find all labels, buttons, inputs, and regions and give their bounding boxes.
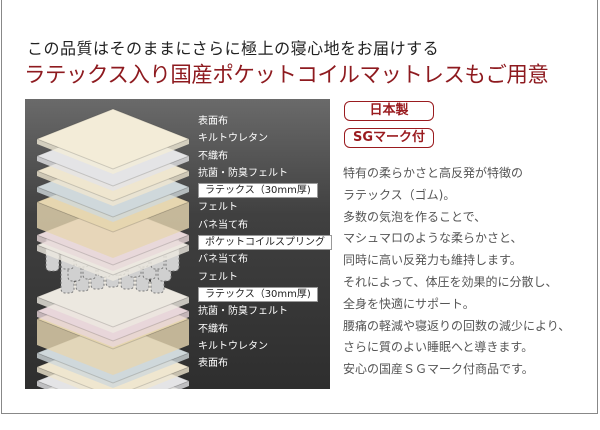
subtitle: この品質はそのままにさらに極上の寝心地をお届けする bbox=[27, 39, 440, 58]
description-line: ラテックス（ゴム)。 bbox=[343, 187, 456, 202]
layer-label-text: 表面布 bbox=[198, 116, 228, 127]
layer-label-text: 表面布 bbox=[198, 358, 228, 370]
layer-top bbox=[35, 108, 191, 170]
sg-mark-badge: SGマーク付 bbox=[344, 128, 434, 148]
layer-side bbox=[37, 381, 189, 389]
description-text: 特有の柔らかさと高反発が特徴のラテックス（ゴム)。多数の気泡を作ることで、マシュ… bbox=[343, 163, 570, 381]
layer-side bbox=[37, 235, 189, 271]
layer-label: バネ当て布 bbox=[198, 217, 332, 234]
layer-side bbox=[37, 202, 189, 258]
description-line: 特有の柔らかさと高反発が特徴の bbox=[343, 166, 524, 180]
layer-label: 不織布 bbox=[198, 321, 332, 338]
description-line: 安心の国産ＳＧマーク付商品です。 bbox=[343, 362, 534, 377]
mattress-layer-diagram bbox=[25, 99, 330, 389]
layer-label-text: キルトウレタン bbox=[198, 340, 268, 352]
layer-label: 抗菌・防臭フェルト bbox=[198, 165, 332, 182]
layer-label: キルトウレタン bbox=[198, 130, 332, 147]
layer-label-text: ポケットコイルスプリング bbox=[198, 235, 332, 251]
description-line: 腰痛の軽減や寝返りの回数の減少により、 bbox=[343, 318, 571, 333]
layer-label: フェルト bbox=[198, 269, 332, 286]
layer-label-text: フェルト bbox=[198, 202, 238, 214]
layer-stack-illustration bbox=[35, 108, 191, 389]
layer-side bbox=[37, 311, 189, 347]
layer-label-text: キルトウレタン bbox=[198, 133, 268, 145]
layer-label-text: ラテックス（30mm厚) bbox=[198, 286, 318, 302]
layer-label: キルトウレタン bbox=[198, 338, 332, 355]
layer-label: 表面布 bbox=[198, 113, 332, 130]
layer-label: ラテックス（30mm厚) bbox=[198, 286, 332, 303]
layer-label: バネ当て布 bbox=[198, 251, 332, 268]
layer-label-text: バネ当て布 bbox=[198, 219, 248, 231]
layer-label: 表面布 bbox=[198, 355, 332, 372]
description-line: 多数の気泡を作ることで、 bbox=[343, 209, 487, 224]
layer-label-text: バネ当て布 bbox=[198, 254, 248, 266]
layer-label: 不織布 bbox=[198, 148, 332, 165]
description-line: マシュマロのような柔らかさと、 bbox=[343, 231, 523, 246]
made-in-japan-badge: 日本製 bbox=[344, 101, 434, 121]
layer-label-text: 不織布 bbox=[198, 150, 228, 162]
layer-label-text: ラテックス（30mm厚) bbox=[198, 183, 318, 199]
layer-side bbox=[37, 367, 189, 389]
description-line: 全身を快適にサポート。 bbox=[343, 296, 475, 311]
layer-label: ラテックス（30mm厚) bbox=[198, 182, 332, 199]
layer-label-text: 不織布 bbox=[198, 323, 228, 335]
description-line: 同時に高い反発力も維持します。 bbox=[343, 253, 522, 268]
layer-side bbox=[37, 245, 189, 281]
layer-label: フェルト bbox=[198, 199, 332, 216]
layer-label: 抗菌・防臭フェルト bbox=[198, 303, 332, 320]
layer-side bbox=[37, 297, 189, 333]
layer-label-text: フェルト bbox=[198, 271, 238, 283]
layer-label-text: 抗菌・防臭フェルト bbox=[198, 167, 288, 179]
description-line: さらに質のよい睡眠へと導きます。 bbox=[343, 340, 534, 355]
content-frame bbox=[1, 0, 598, 414]
description-line: それによって、体圧を効果的に分散し、 bbox=[343, 274, 558, 289]
layer-side bbox=[37, 319, 189, 375]
layer-labels: 表面布キルトウレタン不織布抗菌・防臭フェルトラテックス（30mm厚)フェルトバネ… bbox=[198, 113, 332, 372]
layer-label: ポケットコイルスプリング bbox=[198, 234, 332, 251]
layer-label-text: 抗菌・防臭フェルト bbox=[198, 306, 288, 318]
page-title: ラテックス入り国産ポケットコイルマットレスもご用意 bbox=[24, 63, 549, 88]
